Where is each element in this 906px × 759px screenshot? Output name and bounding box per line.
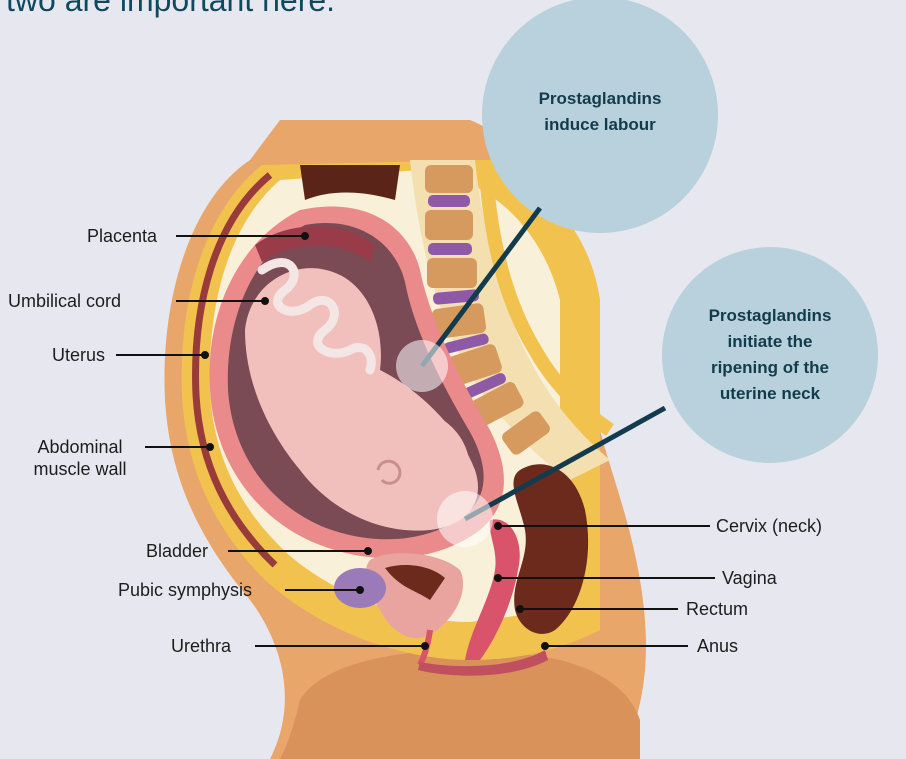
- callout-ripening-line3: ripening of the: [670, 355, 870, 381]
- label-abdominal-line1: Abdominal: [20, 436, 140, 458]
- label-vagina: Vagina: [722, 567, 777, 589]
- label-anus: Anus: [697, 635, 738, 657]
- callout-labour-line2: induce labour: [500, 112, 700, 138]
- intro-text: two are important here.: [6, 0, 335, 19]
- callout-ripening-line1: Prostaglandins: [670, 303, 870, 329]
- label-rectum: Rectum: [686, 598, 748, 620]
- label-abdominal-muscle-wall: Abdominal muscle wall: [20, 436, 140, 480]
- label-urethra: Urethra: [171, 635, 231, 657]
- highlight-spot-labour: [396, 340, 448, 392]
- label-placenta: Placenta: [87, 225, 157, 247]
- label-umbilical-cord: Umbilical cord: [8, 290, 121, 312]
- label-uterus: Uterus: [52, 344, 105, 366]
- highlight-spot-cervix: [437, 491, 493, 547]
- callout-labour: Prostaglandins induce labour: [500, 86, 700, 138]
- label-bladder: Bladder: [146, 540, 208, 562]
- callout-labour-line1: Prostaglandins: [500, 86, 700, 112]
- callout-ripening: Prostaglandins initiate the ripening of …: [670, 303, 870, 407]
- label-pubic-symphysis: Pubic symphysis: [118, 579, 252, 601]
- label-abdominal-line2: muscle wall: [20, 458, 140, 480]
- label-cervix: Cervix (neck): [716, 515, 822, 537]
- callout-ripening-line4: uterine neck: [670, 381, 870, 407]
- callout-ripening-line2: initiate the: [670, 329, 870, 355]
